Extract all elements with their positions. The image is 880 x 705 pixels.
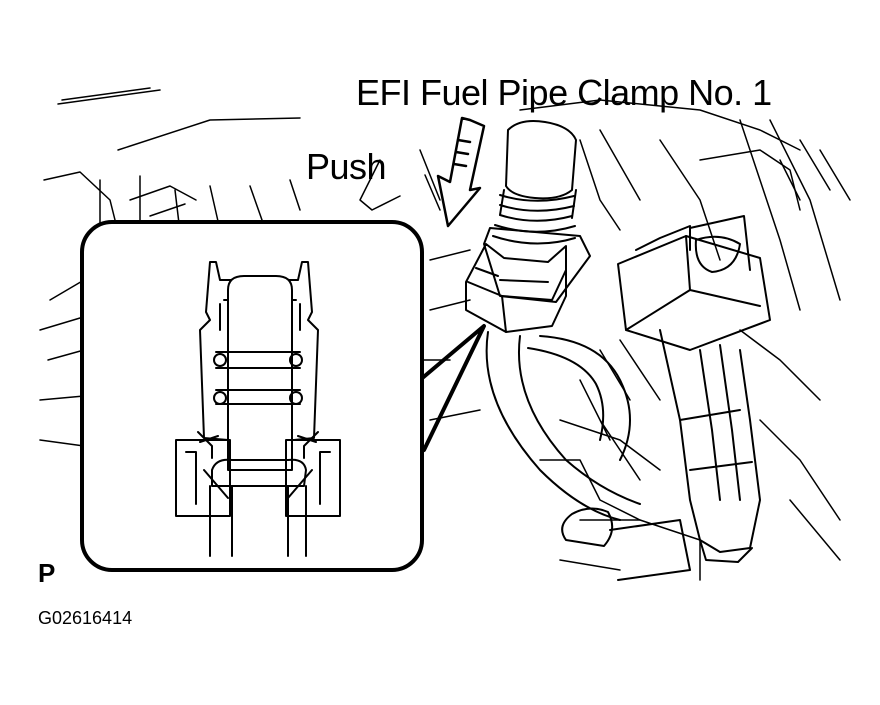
pipe-clamp [617, 215, 771, 563]
engine-background [39, 87, 851, 581]
view-letter: P [38, 558, 56, 588]
quick-connector [465, 227, 591, 333]
push-label: Push [306, 146, 387, 187]
fuel-pipe [492, 120, 577, 245]
inset-detail [80, 220, 424, 572]
fuel-hose [485, 331, 691, 581]
push-arrow-icon [436, 116, 486, 228]
part-name-label: EFI Fuel Pipe Clamp No. 1 [356, 72, 772, 113]
callout-pointer [418, 324, 486, 452]
figure-code: G02616414 [38, 608, 133, 628]
